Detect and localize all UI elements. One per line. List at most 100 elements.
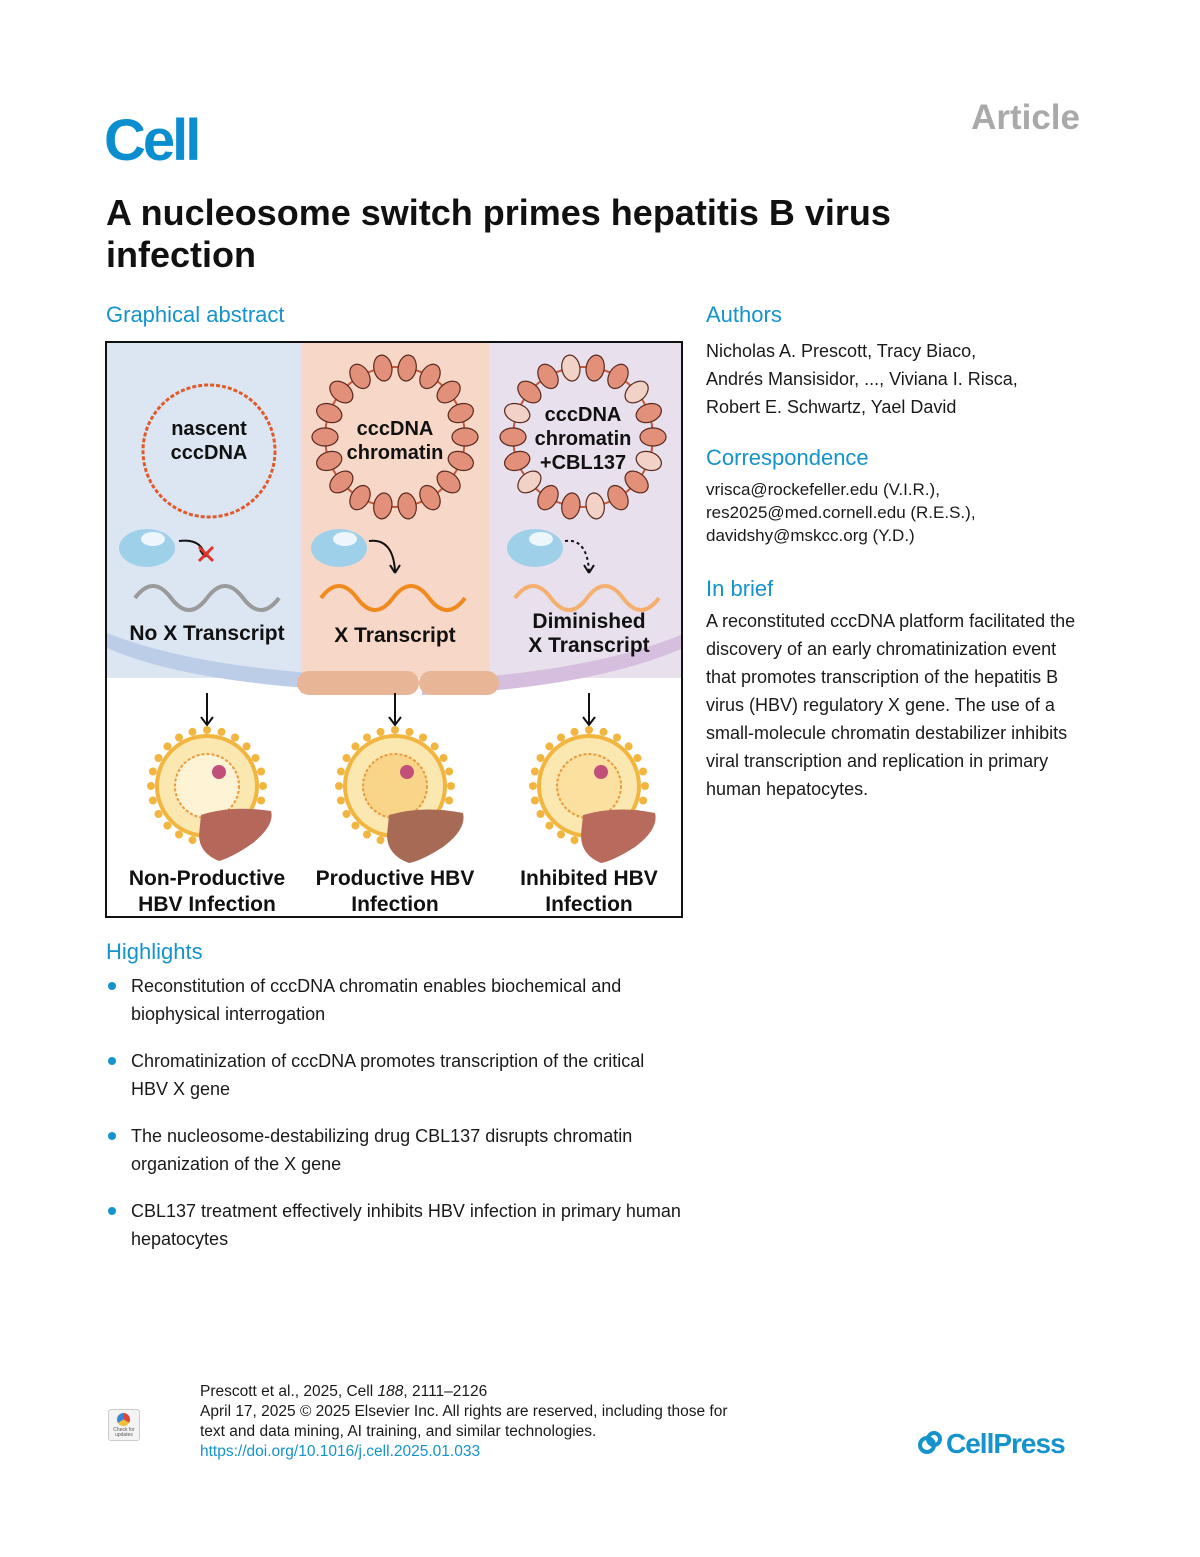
nucleosome-group-panel-3 bbox=[499, 354, 667, 520]
highlight-text: The nucleosome-destabilizing drug CBL137… bbox=[131, 1126, 633, 1174]
nucleosome-group-panel-2 bbox=[311, 354, 479, 520]
down-arrow-icons bbox=[200, 693, 596, 727]
panel-1-outcome-label-1: Non-Productive bbox=[129, 867, 285, 890]
virion-polymerase bbox=[400, 765, 414, 779]
article-title: A nucleosome switch primes hepatitis B v… bbox=[106, 192, 891, 275]
virion-spike bbox=[336, 767, 345, 776]
nucleosome-icon bbox=[447, 450, 474, 472]
virion-spike bbox=[641, 782, 649, 790]
virion-spike bbox=[147, 782, 155, 790]
correspondence-email[interactable]: res2025@med.cornell.edu (R.E.S.), bbox=[706, 503, 976, 522]
nucleosome-icon bbox=[607, 363, 629, 390]
panel-3-circle-label-1: cccDNA bbox=[545, 404, 622, 426]
nucleosome-icon bbox=[585, 354, 605, 382]
virion-spike bbox=[188, 727, 197, 736]
virion-spike bbox=[530, 767, 539, 776]
correspondence-email[interactable]: vrisca@rockefeller.edu (V.I.R.), bbox=[706, 480, 940, 499]
virion-spike bbox=[351, 821, 360, 830]
nucleosome-icon bbox=[624, 380, 649, 404]
virion-spike bbox=[570, 727, 579, 736]
doi-link[interactable]: https://doi.org/10.1016/j.cell.2025.01.0… bbox=[200, 1443, 481, 1460]
nucleosome-icon bbox=[561, 354, 581, 382]
cellpress-logo: CellPress bbox=[918, 1428, 1066, 1460]
virion-spike bbox=[639, 767, 648, 776]
virion-spike bbox=[217, 727, 226, 736]
virion-spike bbox=[154, 754, 163, 762]
citation-pages: , 2111–2126 bbox=[403, 1383, 488, 1400]
check-for-updates-text: Check for updates bbox=[113, 1427, 135, 1438]
highlight-text: CBL137 treatment effectively inhibits HB… bbox=[131, 1201, 681, 1249]
virion-polymerase bbox=[212, 765, 226, 779]
liver-icon-panel-3 bbox=[581, 809, 656, 863]
virion-spike bbox=[545, 742, 554, 751]
virion-spike bbox=[529, 782, 537, 790]
citation-block: Prescott et al., 2025, Cell 188, 2111–21… bbox=[200, 1382, 820, 1462]
nucleosome-icon bbox=[436, 380, 461, 404]
panel-2-transcript-label: X Transcript bbox=[334, 624, 455, 647]
virion-spike bbox=[154, 810, 163, 818]
graphical-abstract-figure: nascent cccDNA cccDNA chromatin cccDNA c… bbox=[105, 341, 683, 918]
cellpress-wordmark: CellPress bbox=[946, 1428, 1066, 1459]
virion-spike bbox=[175, 830, 183, 839]
nucleosome-icon bbox=[639, 427, 667, 447]
correspondence-list: vrisca@rockefeller.edu (V.I.R.), res2025… bbox=[706, 478, 1106, 547]
transcript-wave-orange bbox=[319, 584, 467, 612]
panel-3-outcome-label-2: Infection bbox=[545, 893, 633, 916]
nucleosome-icon bbox=[451, 427, 479, 447]
nucleosome-icon bbox=[517, 380, 542, 404]
graphical-abstract-svg: nascent cccDNA cccDNA chromatin cccDNA c… bbox=[107, 343, 681, 916]
virion-capsid bbox=[174, 753, 240, 819]
bullet-icon bbox=[108, 1207, 116, 1215]
nucleosome-icon bbox=[316, 450, 343, 472]
rights-line-1: April 17, 2025 © 2025 Elsevier Inc. All … bbox=[200, 1403, 728, 1420]
transcript-wave-light-orange bbox=[513, 584, 661, 612]
virion-spike bbox=[376, 727, 385, 736]
nucleosome-icon bbox=[517, 470, 542, 494]
virion-spike bbox=[342, 810, 351, 818]
panel-3-transcript-label-1: Diminished bbox=[532, 610, 645, 633]
nucleosome-icon bbox=[349, 363, 371, 390]
nucleosome-icon bbox=[373, 492, 393, 520]
panel-3-transcript-label-2: X Transcript bbox=[528, 634, 649, 657]
nucleosome-icon bbox=[311, 427, 339, 447]
citation-line: Prescott et al., 2025, Cell 188, 2111–21… bbox=[200, 1382, 820, 1402]
nucleosome-icon bbox=[329, 380, 354, 404]
virion-spike bbox=[148, 767, 157, 776]
authors-list: Nicholas A. Prescott, Tracy Biaco, André… bbox=[706, 337, 1086, 421]
nucleosome-icon bbox=[537, 363, 559, 390]
panel-3-circle-label-2: chromatin bbox=[535, 428, 632, 450]
correspondence-email[interactable]: davidshy@mskcc.org (Y.D.) bbox=[706, 526, 915, 545]
graphical-abstract-heading: Graphical abstract bbox=[106, 302, 285, 327]
nucleosome-icon bbox=[419, 484, 441, 511]
rights-line-2: text and data mining, AI training, and s… bbox=[200, 1423, 597, 1440]
virion-spike bbox=[613, 733, 621, 742]
band-pill-2 bbox=[419, 671, 499, 695]
cellpress-mark-icon bbox=[918, 1431, 942, 1454]
nucleosome-icon bbox=[585, 492, 605, 520]
virion-spike bbox=[445, 796, 454, 805]
virion-capsid bbox=[362, 753, 428, 819]
virion-spike bbox=[536, 810, 545, 818]
nucleosome-icon bbox=[447, 402, 474, 424]
virion-spike bbox=[419, 733, 427, 742]
liver-icon-panel-2 bbox=[387, 809, 464, 863]
nucleosome-icon bbox=[419, 363, 441, 390]
virion-spike bbox=[148, 796, 157, 805]
virion-spike bbox=[257, 796, 266, 805]
bullet-icon bbox=[108, 982, 116, 990]
highlight-item: The nucleosome-destabilizing drug CBL137… bbox=[106, 1122, 686, 1178]
virion-spike bbox=[624, 742, 633, 751]
polymerase-icon-panel-3 bbox=[507, 529, 595, 574]
citation-volume: 188 bbox=[377, 1383, 404, 1400]
check-for-updates-badge[interactable]: Check for updates bbox=[108, 1409, 140, 1441]
virion-spike bbox=[242, 742, 251, 751]
highlight-item: CBL137 treatment effectively inhibits HB… bbox=[106, 1197, 686, 1253]
virion-spike bbox=[336, 796, 345, 805]
nucleosome-icon bbox=[607, 484, 629, 511]
virion-spike bbox=[376, 836, 385, 845]
article-type-label: Article bbox=[971, 98, 1080, 137]
nucleosome-icon bbox=[537, 484, 559, 511]
panel-2-circle-label-2: chromatin bbox=[347, 442, 444, 464]
nucleosome-icon bbox=[349, 484, 371, 511]
panel-2-outcome-label-1: Productive HBV bbox=[316, 867, 475, 890]
